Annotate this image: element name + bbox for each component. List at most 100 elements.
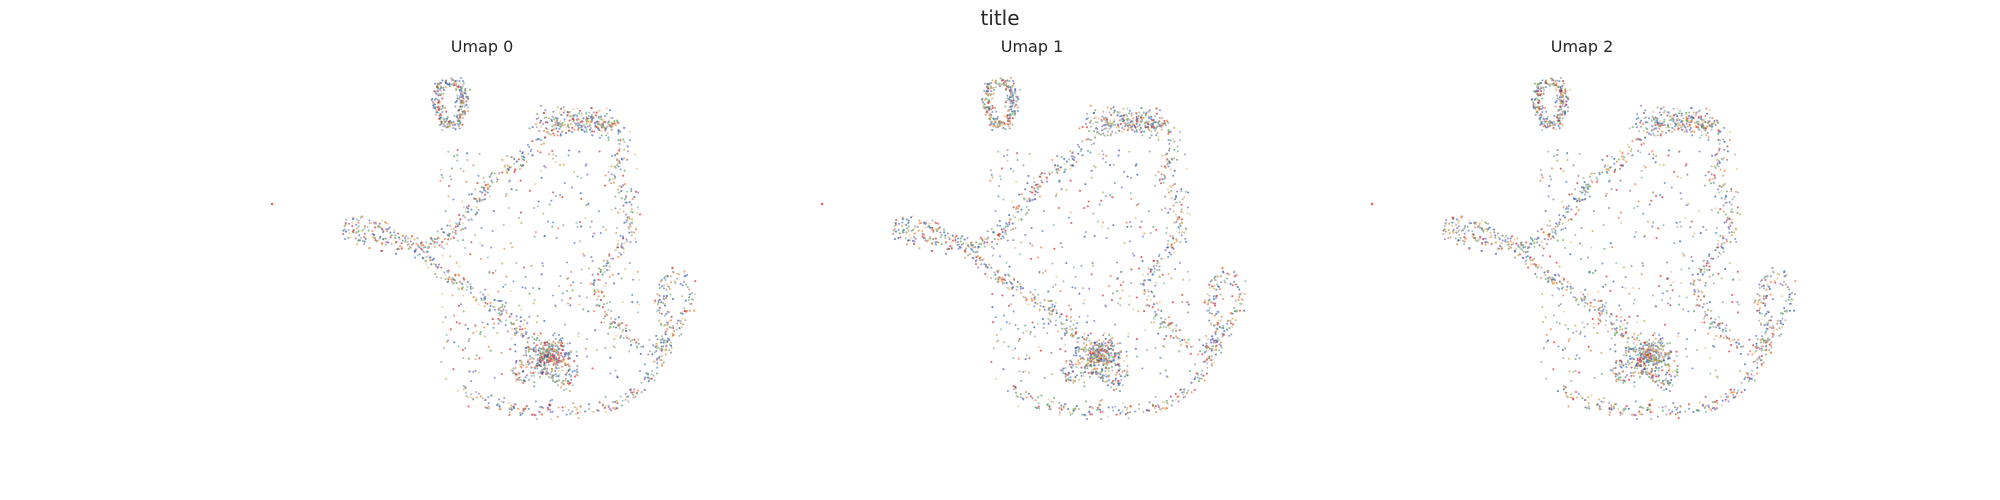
scatter-point xyxy=(569,284,572,287)
scatter-point xyxy=(1152,317,1156,320)
scatter-point xyxy=(1029,242,1032,245)
scatter-point xyxy=(461,283,464,286)
scatter-point xyxy=(440,108,443,111)
scatter-point xyxy=(1149,279,1152,282)
scatter-point xyxy=(1064,361,1068,364)
scatter-point xyxy=(477,303,480,306)
scatter-point xyxy=(990,241,994,244)
scatter-point xyxy=(1751,369,1754,372)
scatter-point xyxy=(448,83,451,86)
scatter-point xyxy=(573,369,576,372)
scatter-point xyxy=(422,250,425,253)
scatter-point xyxy=(1150,130,1153,133)
scatter-point xyxy=(1051,310,1054,313)
scatter-point xyxy=(1180,221,1183,224)
scatter-point xyxy=(352,228,355,232)
scatter-point xyxy=(425,241,428,244)
scatter-point xyxy=(489,173,492,176)
scatter-point xyxy=(378,222,381,225)
scatter-point xyxy=(591,134,594,137)
scatter-point xyxy=(1110,107,1113,110)
scatter-point xyxy=(1017,207,1020,210)
scatter-point xyxy=(560,361,563,364)
scatter-point xyxy=(1000,237,1003,240)
scatter-point xyxy=(1147,278,1150,281)
scatter-point xyxy=(497,299,500,302)
scatter-point xyxy=(671,267,674,270)
scatter-point xyxy=(1005,99,1008,102)
scatter-point xyxy=(991,97,994,100)
scatter-point xyxy=(1038,185,1041,188)
scatter-point xyxy=(556,363,559,367)
scatter-point xyxy=(1009,85,1012,89)
scatter-point xyxy=(460,87,463,90)
scatter-point xyxy=(940,234,943,237)
scatter-point xyxy=(601,306,604,309)
scatter-point xyxy=(1059,348,1062,351)
scatter-point xyxy=(585,115,588,118)
scatter-point xyxy=(580,197,583,201)
scatter-point xyxy=(535,348,538,351)
scatter-point xyxy=(658,306,661,309)
scatter-point xyxy=(629,241,632,244)
scatter-point xyxy=(1150,321,1153,324)
scatter-point xyxy=(434,105,437,109)
scatter-point xyxy=(585,122,588,125)
scatter-point xyxy=(1118,357,1121,360)
scatter-point xyxy=(501,310,504,313)
scatter-point xyxy=(460,287,463,290)
scatter-point xyxy=(563,181,566,185)
scatter-point xyxy=(506,330,510,333)
scatter-point xyxy=(587,117,590,120)
scatter-point xyxy=(1009,218,1012,221)
scatter-point xyxy=(1103,332,1106,335)
scatter-point xyxy=(464,347,467,350)
scatter-point xyxy=(1055,168,1058,171)
scatter-point xyxy=(652,374,655,377)
scatter-point xyxy=(557,341,560,344)
scatter-point xyxy=(1110,352,1113,355)
scatter-point xyxy=(405,234,408,238)
scatter-point xyxy=(384,237,387,240)
scatter-point xyxy=(1118,373,1121,376)
scatter-point xyxy=(1774,281,1777,284)
scatter-point xyxy=(1033,398,1036,402)
scatter-point xyxy=(467,207,470,210)
scatter-point xyxy=(647,380,650,383)
scatter-point xyxy=(438,123,442,127)
scatter-point xyxy=(616,246,620,249)
scatter-point xyxy=(1158,109,1162,112)
scatter-point xyxy=(521,286,524,289)
scatter-point xyxy=(1068,304,1071,307)
scatter-point xyxy=(1725,324,1728,327)
scatter-point xyxy=(460,108,463,111)
scatter-point xyxy=(562,111,565,114)
scatter-point xyxy=(1111,379,1115,383)
scatter-point xyxy=(510,155,513,159)
scatter-point xyxy=(681,312,684,315)
scatter-point xyxy=(396,248,399,251)
scatter-point xyxy=(450,237,453,240)
scatter-point xyxy=(996,116,999,119)
scatter-point xyxy=(519,413,522,417)
scatter-point xyxy=(536,337,539,340)
scatter-point xyxy=(1737,338,1740,341)
scatter-point xyxy=(1065,261,1068,265)
scatter-point xyxy=(1083,367,1087,370)
scatter-point xyxy=(1023,198,1026,201)
scatter-point xyxy=(461,84,464,87)
scatter-point xyxy=(1063,327,1066,330)
scatter-point xyxy=(579,411,582,414)
scatter-point xyxy=(1024,213,1027,216)
scatter-point xyxy=(895,218,898,222)
scatter-point xyxy=(1157,136,1160,139)
scatter-point xyxy=(1005,261,1008,264)
scatter-point xyxy=(455,282,458,285)
scatter-point xyxy=(442,347,445,350)
scatter-point xyxy=(1133,130,1136,133)
scatter-point xyxy=(1120,378,1123,381)
scatter-point xyxy=(630,208,633,211)
scatter-point xyxy=(1024,369,1027,372)
scatter-point xyxy=(532,374,535,377)
scatter-point xyxy=(1243,292,1247,296)
